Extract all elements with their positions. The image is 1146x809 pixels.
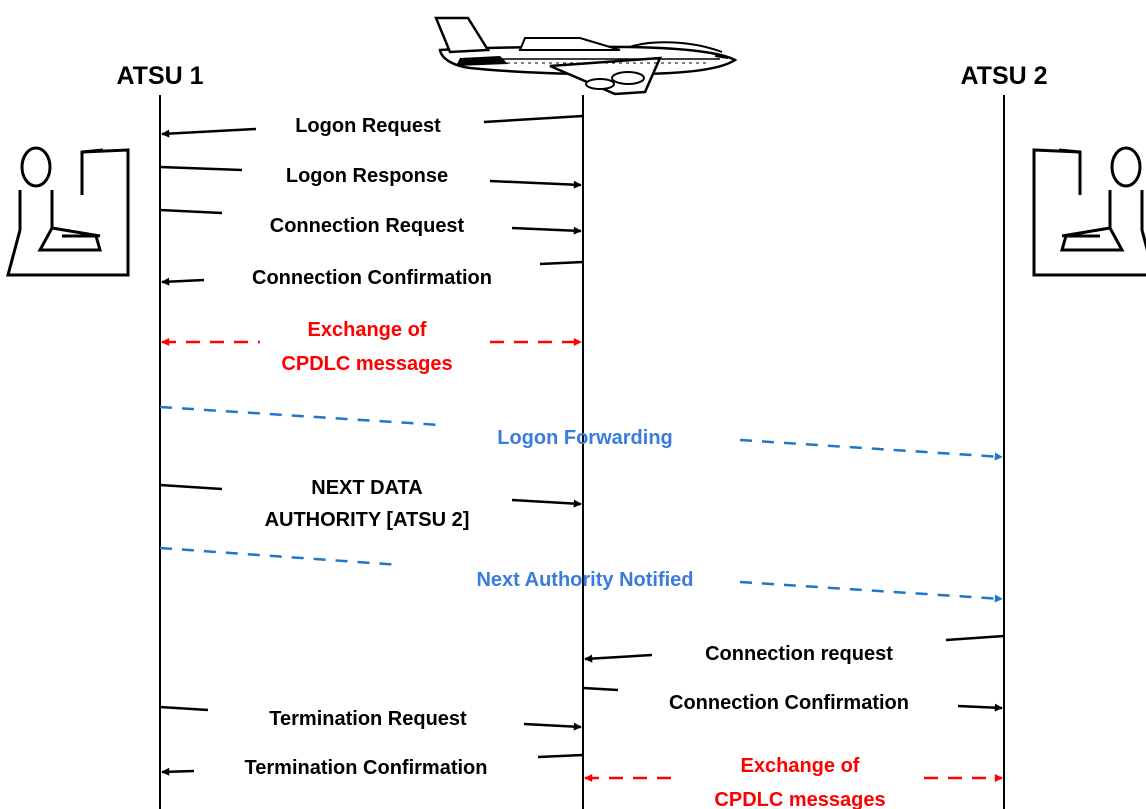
message-connection-request-atsu2: Connection request: [584, 634, 1005, 665]
atsu2-header: ATSU 2: [960, 62, 1047, 90]
message-logon-forwarding: Logon Forwarding: [159, 405, 1003, 461]
controller-workstation-icon: [1032, 146, 1146, 277]
message-connection-confirmation: Connection Confirmation: [161, 260, 584, 289]
aircraft-icon: [434, 16, 738, 96]
message-cpdlc-exchange-2: Exchange of CPDLC messages: [584, 755, 1003, 809]
message-label: CPDLC messages: [714, 789, 885, 809]
message-logon-response: Logon Response: [159, 165, 582, 189]
message-label: Exchange of: [308, 319, 427, 341]
message-label: Termination Request: [269, 708, 467, 730]
message-label: Logon Request: [295, 115, 441, 137]
message-termination-confirmation: Termination Confirmation: [161, 753, 584, 779]
message-label: Connection Confirmation: [252, 267, 492, 289]
message-next-authority-notified: Next Authority Notified: [159, 546, 1003, 603]
message-label: Exchange of: [741, 755, 860, 777]
message-connection-confirmation-atsu2: Connection Confirmation: [582, 686, 1003, 714]
message-label: Logon Forwarding: [497, 427, 673, 449]
message-label: NEXT DATA: [311, 477, 422, 499]
message-label: Termination Confirmation: [245, 757, 488, 779]
message-termination-request: Termination Request: [159, 705, 582, 731]
message-label: Logon Response: [286, 165, 448, 187]
message-logon-request: Logon Request: [161, 114, 584, 138]
message-label: Connection Request: [270, 215, 465, 237]
message-cpdlc-exchange-1: Exchange of CPDLC messages: [161, 319, 582, 375]
message-next-data-authority: NEXT DATA AUTHORITY [ATSU 2]: [159, 477, 582, 531]
message-label: AUTHORITY [ATSU 2]: [265, 509, 470, 531]
message-label: Next Authority Notified: [476, 569, 693, 591]
message-label: Connection Confirmation: [669, 692, 909, 714]
atsu1-header: ATSU 1: [116, 62, 203, 90]
message-label: CPDLC messages: [281, 353, 452, 375]
message-connection-request: Connection Request: [159, 208, 582, 237]
controller-workstation-icon: [6, 146, 130, 277]
message-label: Connection request: [705, 643, 893, 665]
